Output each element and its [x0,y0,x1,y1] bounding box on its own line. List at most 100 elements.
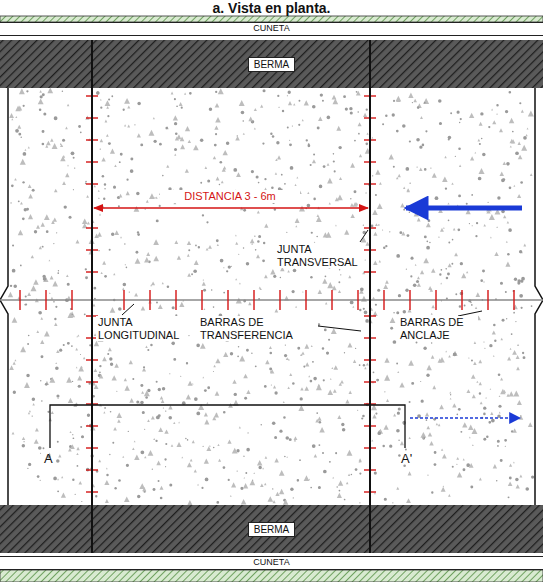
speckle [383,284,388,289]
speckle [398,294,401,297]
traffic-arrow [406,206,522,211]
ground-strip [0,570,543,582]
speckle [62,91,63,92]
speckle [516,484,520,488]
speckle [260,104,263,107]
speckle [213,306,215,308]
speckle [298,405,304,411]
speckle [408,93,413,98]
speckle [126,267,128,269]
speckle [159,205,161,207]
speckle [11,184,14,187]
transverse-joint [369,40,371,553]
speckle [72,314,73,315]
speckle [379,260,381,262]
speckle [377,203,383,209]
speckle [77,334,79,336]
speckle [317,127,320,130]
speckle [431,491,433,493]
speckle [258,466,262,470]
speckle [435,196,439,200]
speckle [223,150,228,155]
speckle [12,317,18,323]
speckle [476,222,478,224]
speckle [251,243,253,245]
speckle [386,399,389,402]
speckle [213,365,216,368]
speckle [493,464,497,468]
speckle [316,214,319,217]
speckle [274,391,277,394]
speckle [216,239,219,242]
speckle [67,283,70,286]
speckle [279,489,284,494]
speckle [464,305,466,307]
speckle [202,376,204,378]
speckle [120,236,122,238]
speckle [32,398,36,402]
speckle [438,236,440,238]
speckle [12,432,15,435]
speckle [384,391,385,392]
speckle [215,91,217,93]
speckle [402,124,406,128]
speckle [521,110,524,113]
speckle [62,139,65,142]
speckle [426,374,429,377]
speckle [206,402,208,404]
speckle [207,386,210,389]
speckle [243,209,246,212]
speckle [445,268,447,270]
speckle [311,345,313,347]
speckle [162,282,164,284]
speckle [80,354,81,355]
speckle [194,260,199,265]
speckle [499,128,503,132]
speckle [208,245,212,249]
speckle [104,183,107,186]
speckle [275,492,279,496]
speckle [75,348,78,351]
speckle [87,221,90,224]
bar-mark [461,290,462,310]
speckle [153,438,155,440]
speckle [73,157,75,159]
speckle [440,283,442,285]
speckle [270,369,274,373]
speckle [47,411,49,413]
speckle [53,301,55,303]
speckle [359,502,360,503]
speckle [87,414,90,417]
speckle [98,459,101,462]
speckle [285,344,286,345]
speckle [510,139,515,144]
speckle [313,198,316,201]
speckle [500,377,503,380]
speckle [237,355,239,357]
speckle [194,397,198,401]
speckle [243,455,245,457]
speckle [27,292,31,296]
speckle [359,460,361,462]
speckle [101,272,103,274]
section-mark: A' [399,452,414,467]
speckle [481,138,483,140]
speckle [232,448,238,454]
speckle [43,277,47,281]
speckle [173,358,176,361]
speckle [307,204,311,208]
speckle [243,483,248,488]
speckle [506,162,510,166]
speckle [498,405,501,408]
speckle [45,383,48,386]
speckle [109,249,111,251]
speckle [472,394,476,398]
speckle [156,197,158,199]
speckle [400,203,405,208]
speckle [32,403,35,406]
speckle [142,487,146,491]
speckle [468,357,469,358]
speckle [280,277,281,278]
speckle [110,307,116,313]
